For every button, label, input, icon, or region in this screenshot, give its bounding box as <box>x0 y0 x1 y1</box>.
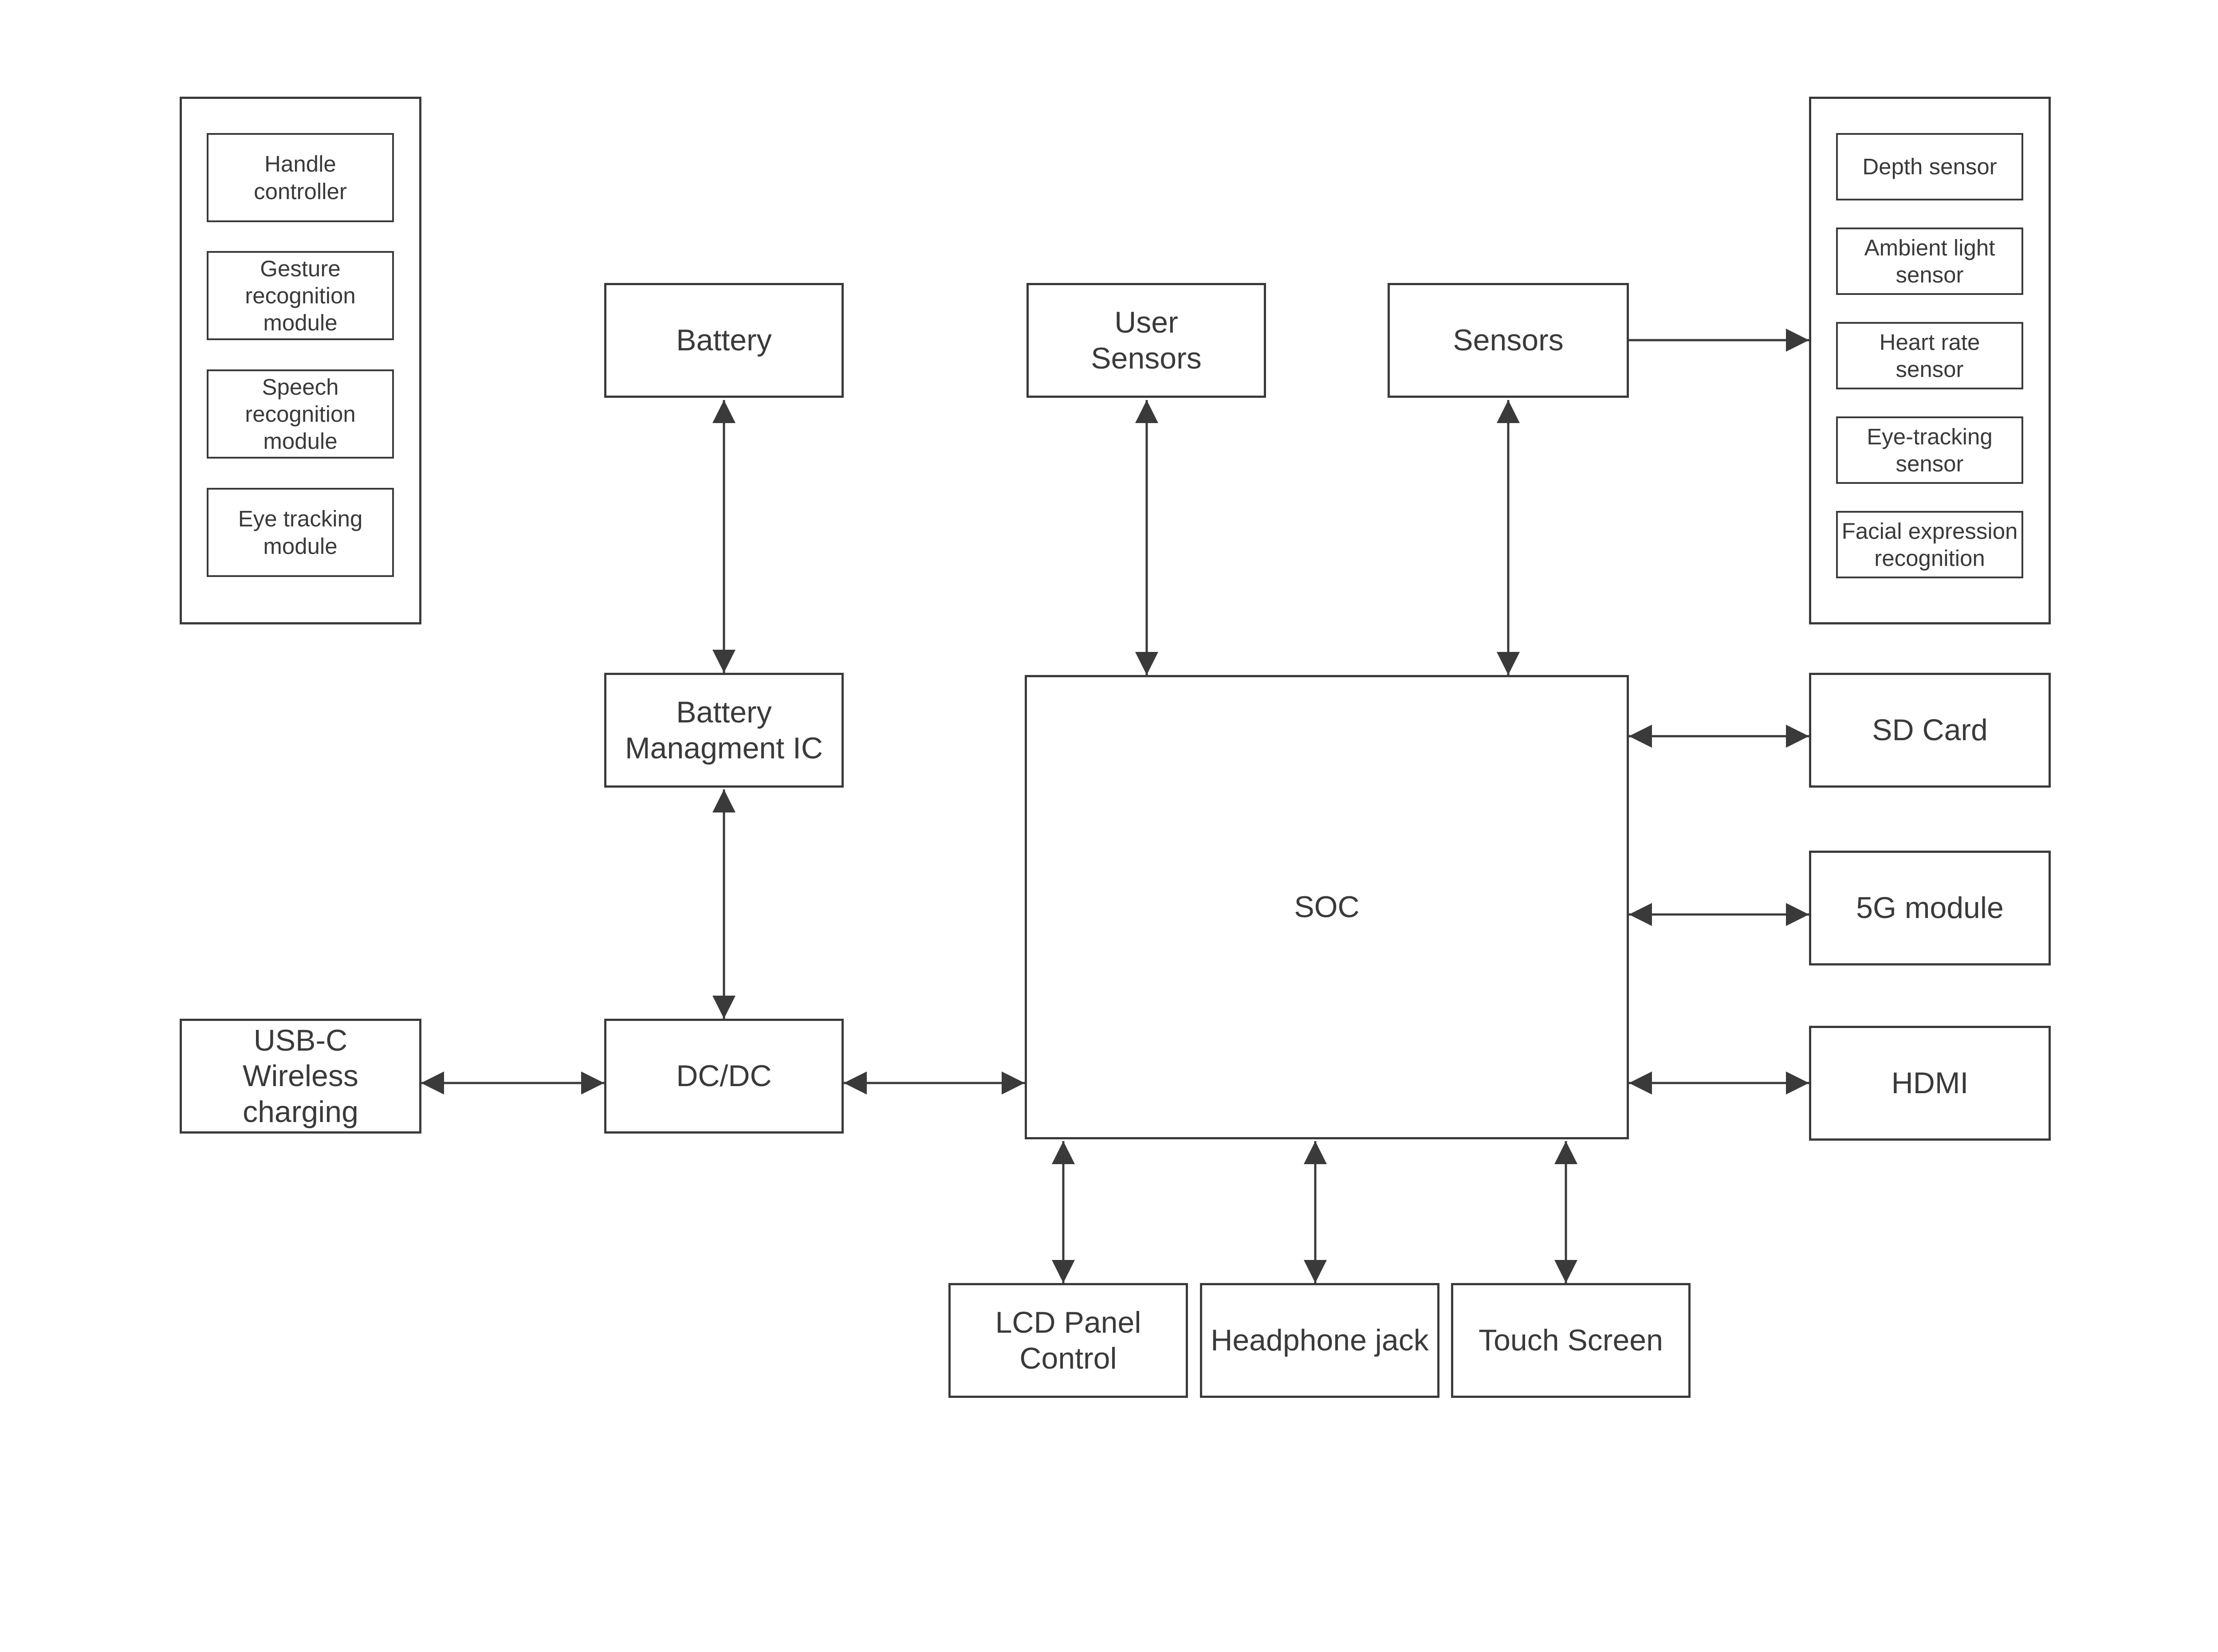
gesture-recognition-label: Gesture recognition module <box>245 255 356 336</box>
soc-box: SOC <box>1025 675 1629 1139</box>
speech-recognition-label: Speech recognition module <box>245 374 356 454</box>
5g-module-label: 5G module <box>1856 891 2004 925</box>
eye-tracking-module-label: Eye tracking module <box>238 506 363 559</box>
input-modules-group <box>180 97 421 624</box>
usb-c-wireless-charging-box: USB-C Wireless charging <box>180 1019 421 1134</box>
lcd-panel-control-box: LCD Panel Control <box>948 1283 1188 1398</box>
handle-controller-box: Handle controller <box>207 133 394 222</box>
hdmi-box: HDMI <box>1809 1026 2051 1141</box>
dc-dc-label: DC/DC <box>676 1059 772 1093</box>
battery-management-ic-label: Battery Managment IC <box>625 695 823 765</box>
touch-screen-box: Touch Screen <box>1451 1283 1691 1398</box>
ambient-light-sensor-box: Ambient light sensor <box>1836 228 2023 295</box>
speech-recognition-box: Speech recognition module <box>207 369 394 459</box>
eye-tracking-module-box: Eye tracking module <box>207 488 394 577</box>
headphone-jack-label: Headphone jack <box>1211 1323 1429 1358</box>
sd-card-box: SD Card <box>1809 673 2051 788</box>
handle-controller-label: Handle controller <box>254 151 347 204</box>
battery-management-ic-box: Battery Managment IC <box>604 673 844 788</box>
sensor-modules-group <box>1809 97 2051 624</box>
user-sensors-box: User Sensors <box>1026 283 1266 398</box>
lcd-panel-control-label: LCD Panel Control <box>995 1306 1141 1375</box>
facial-expression-box: Facial expression recognition <box>1836 511 2023 578</box>
5g-module-box: 5G module <box>1809 851 2051 965</box>
dc-dc-box: DC/DC <box>604 1019 844 1134</box>
user-sensors-label: User Sensors <box>1091 306 1202 375</box>
eye-tracking-sensor-label: Eye-tracking sensor <box>1867 424 1993 476</box>
heart-rate-sensor-box: Heart rate sensor <box>1836 322 2023 389</box>
touch-screen-label: Touch Screen <box>1479 1323 1663 1358</box>
headphone-jack-box: Headphone jack <box>1200 1283 1439 1398</box>
battery-label: Battery <box>676 323 772 357</box>
battery-box: Battery <box>604 283 844 398</box>
sensors-label: Sensors <box>1453 323 1564 357</box>
eye-tracking-sensor-box: Eye-tracking sensor <box>1836 416 2023 484</box>
gesture-recognition-box: Gesture recognition module <box>207 251 394 340</box>
ambient-light-sensor-label: Ambient light sensor <box>1864 235 1995 287</box>
soc-label: SOC <box>1294 890 1360 924</box>
sd-card-label: SD Card <box>1872 713 1988 747</box>
hdmi-label: HDMI <box>1891 1066 1969 1100</box>
heart-rate-sensor-label: Heart rate sensor <box>1879 329 1980 382</box>
depth-sensor-box: Depth sensor <box>1836 133 2023 200</box>
depth-sensor-label: Depth sensor <box>1862 154 1997 180</box>
usb-c-wireless-charging-label: USB-C Wireless charging <box>243 1024 358 1129</box>
sensors-box: Sensors <box>1388 283 1629 398</box>
facial-expression-label: Facial expression recognition <box>1841 518 2018 571</box>
